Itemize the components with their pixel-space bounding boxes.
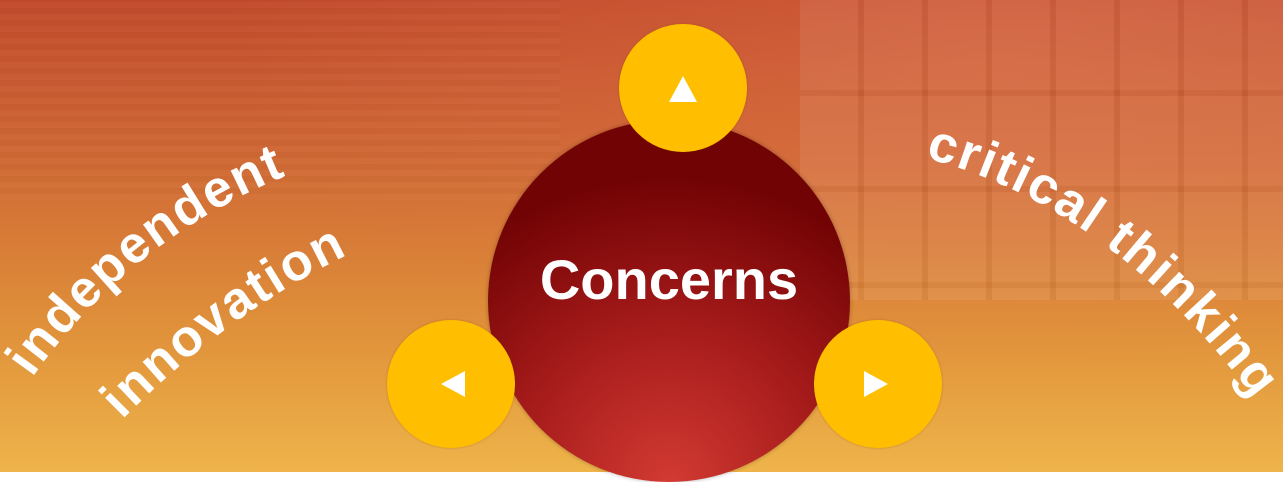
curved-text-layer: independent innovation critical thinking [0, 0, 1283, 472]
right-text: critical thinking [922, 114, 1283, 408]
